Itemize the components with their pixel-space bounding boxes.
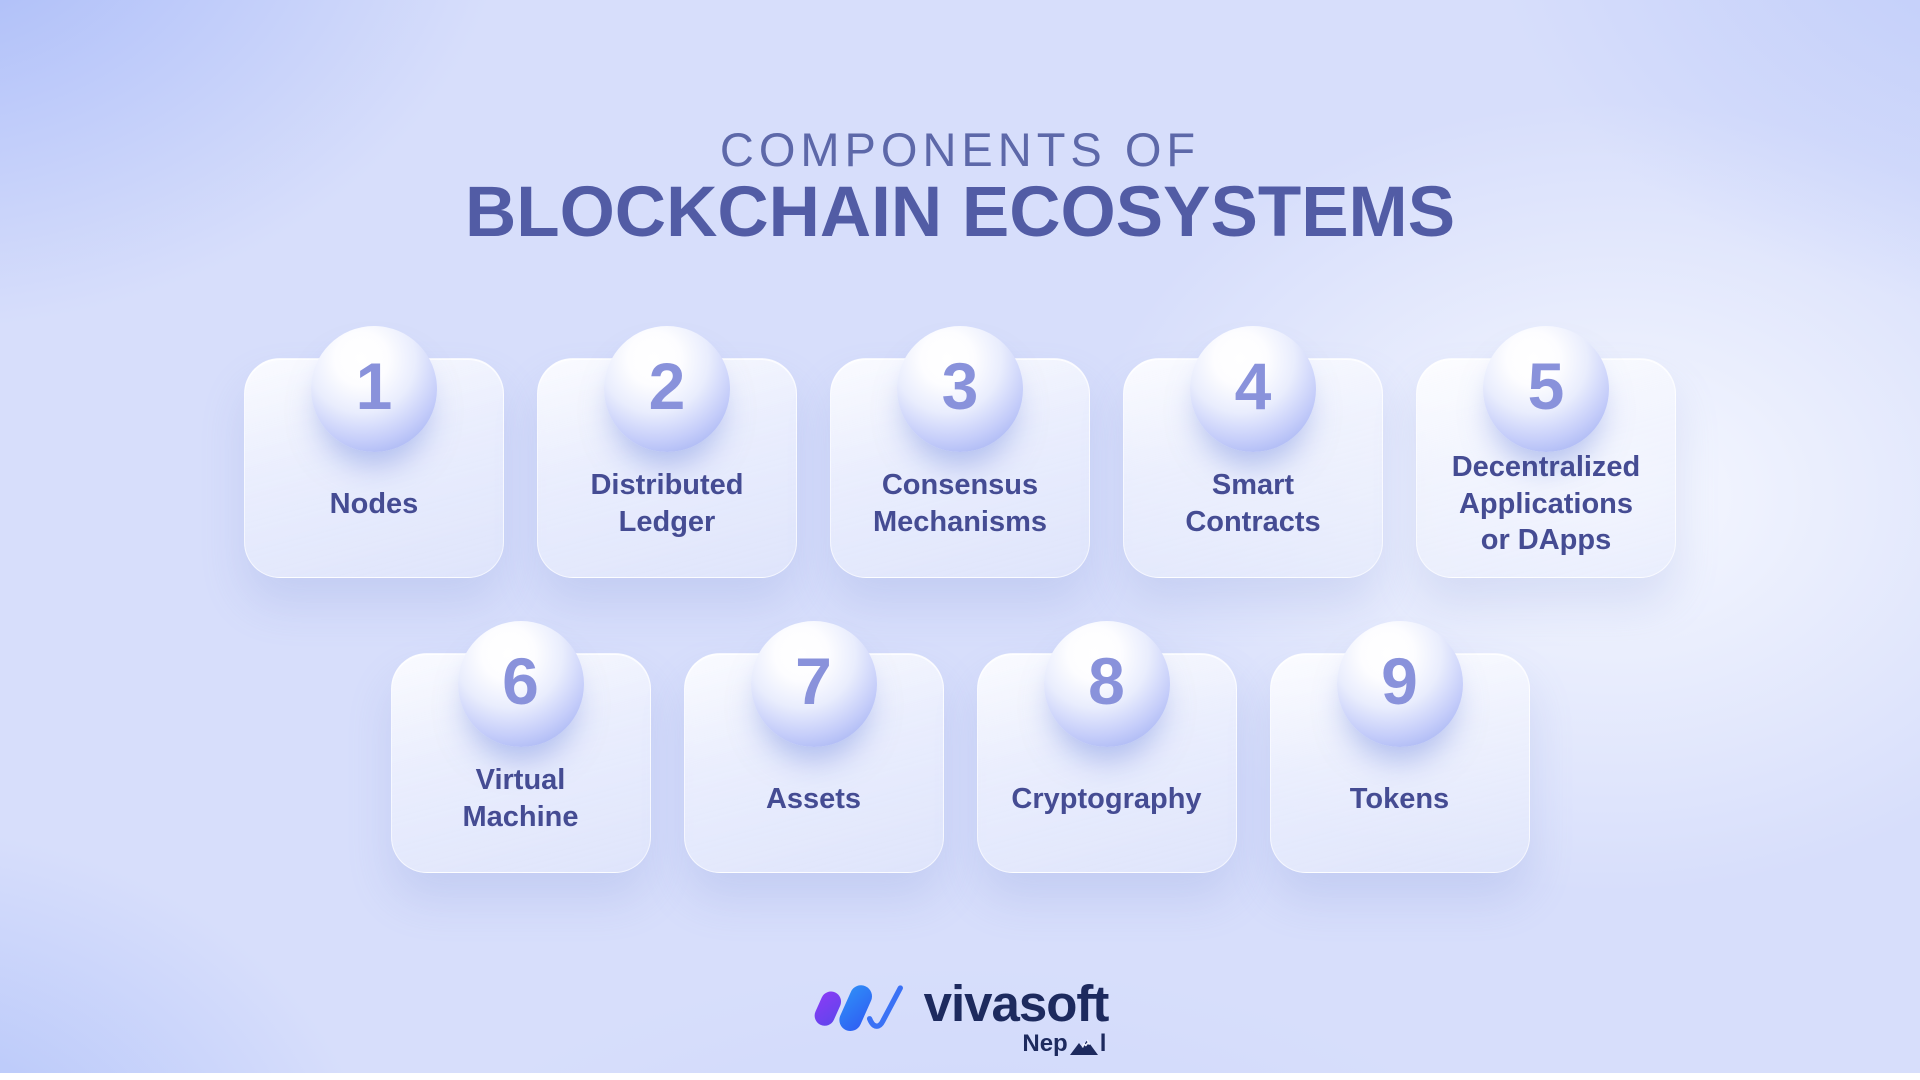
component-label: Distributed Ledger [590,469,744,538]
number-sphere: 8 [1043,621,1170,747]
number-sphere: 6 [457,621,584,747]
component-card-consensus-mechanisms: 3 Consensus Mechanisms [830,326,1090,578]
component-card-cryptography: 8 Cryptography [976,621,1237,873]
number-sphere: 5 [1483,326,1609,452]
component-label: Tokens [1349,782,1450,815]
bottom-white-strip [0,1073,1920,1080]
card-row-1: 1 Nodes 2 Distributed Ledger 3 Consensus… [0,326,1920,578]
component-card-assets: 7 Assets [683,621,944,873]
number-sphere: 3 [897,326,1023,452]
number-sphere: 1 [311,326,437,452]
component-number: 5 [1527,349,1565,423]
brand-footer: vivasoft Nep l [0,978,1920,1056]
brand-wordmark: vivasoft [923,975,1110,1032]
component-card-dapps: 5 Decentralized Applications or DApps [1416,326,1676,578]
country-suffix: l [1099,1030,1107,1057]
component-label: Smart Contracts [1185,469,1321,538]
component-label: Decentralized Applications or DApps [1451,451,1641,557]
component-number: 4 [1234,349,1272,423]
component-label: Cryptography [1011,782,1202,815]
page-subtitle: COMPONENTS OF [719,123,1201,176]
component-number: 8 [1088,644,1125,718]
component-number: 6 [502,644,539,718]
number-sphere: 7 [750,621,877,747]
component-number: 9 [1381,644,1418,718]
component-card-distributed-ledger: 2 Distributed Ledger [537,326,797,578]
component-label: Consensus Mechanisms [872,469,1048,538]
component-card-smart-contracts: 4 Smart Contracts [1123,326,1383,578]
component-number: 3 [941,349,979,423]
mountain-icon [1069,1039,1098,1055]
card-row-2: 6 Virtual Machine 7 Assets 8 Cryptograph… [0,621,1920,873]
number-sphere: 9 [1336,621,1463,747]
component-number: 7 [795,644,832,718]
number-sphere: 2 [604,326,730,452]
brand-country: Nep l [1022,1032,1106,1056]
component-number: 2 [648,349,686,423]
vivasoft-logo-icon [814,985,903,1032]
component-number: 1 [355,349,393,423]
country-prefix: Nep [1022,1030,1068,1057]
number-sphere: 4 [1190,326,1316,452]
logo-text-block: vivasoft Nep l [923,975,1110,1056]
component-label: Assets [765,782,862,815]
component-label: Nodes [329,487,419,520]
component-label: Virtual Machine [462,764,579,833]
page-title: BLOCKCHAIN ECOSYSTEMS [464,173,1456,252]
component-card-tokens: 9 Tokens [1269,621,1530,873]
component-card-nodes: 1 Nodes [244,326,504,578]
component-card-virtual-machine: 6 Virtual Machine [390,621,651,873]
